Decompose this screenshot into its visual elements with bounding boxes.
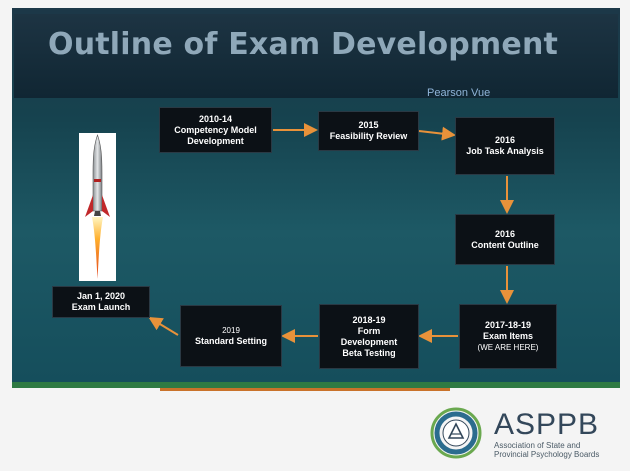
logo-name: ASPPB <box>494 408 600 441</box>
step-year: 2015 <box>358 120 379 130</box>
step-year: 2017-18-19 <box>484 320 532 330</box>
step-competency-model: 2010-14 Competency Model Development <box>160 108 271 152</box>
divider-green <box>12 382 620 388</box>
step-year: 2018-19 <box>352 314 386 325</box>
pearson-vue-label: Pearson Vue <box>427 87 491 99</box>
step-label: Form Development <box>340 325 398 347</box>
step-standard-setting: 2019 Standard Setting <box>181 306 281 366</box>
step-feasibility-review: 2015 Feasibility Review <box>319 112 418 150</box>
step-year: 2016 <box>494 135 516 145</box>
step-year: 2016 <box>494 228 516 239</box>
step-label: Exam Items <box>482 331 534 341</box>
step-label: Job Task Analysis <box>466 146 544 156</box>
step-exam-launch: Jan 1, 2020 Exam Launch <box>53 287 149 317</box>
divider-orange <box>160 388 450 391</box>
step-label: Competency Model Development <box>174 124 257 146</box>
rocket-image <box>79 133 116 281</box>
step-label: Feasibility Review <box>329 131 408 141</box>
step-label: Beta Testing <box>342 347 396 358</box>
step-note: (WE ARE HERE) <box>477 343 539 352</box>
step-label: Standard Setting <box>194 336 267 346</box>
step-label: Content Outline <box>471 239 539 250</box>
asppb-logo-icon <box>430 407 482 459</box>
slide-title: Outline of Exam Development <box>48 27 559 62</box>
logo-subtitle: Association of State and Provincial Psyc… <box>494 441 600 459</box>
step-exam-items: 2017-18-19 Exam Items (WE ARE HERE) <box>460 305 556 368</box>
step-content-outline: 2016 Content Outline <box>456 215 554 264</box>
title-band <box>14 14 618 98</box>
step-year: 2010-14 <box>198 113 233 124</box>
rocket-icon <box>85 134 110 279</box>
step-job-task-analysis: 2016 Job Task Analysis <box>456 118 554 174</box>
step-label: Exam Launch <box>71 302 131 312</box>
step-year: 2019 <box>222 326 240 335</box>
step-year: Jan 1, 2020 <box>76 291 126 301</box>
step-form-development: 2018-19 Form Development Beta Testing <box>320 305 418 368</box>
